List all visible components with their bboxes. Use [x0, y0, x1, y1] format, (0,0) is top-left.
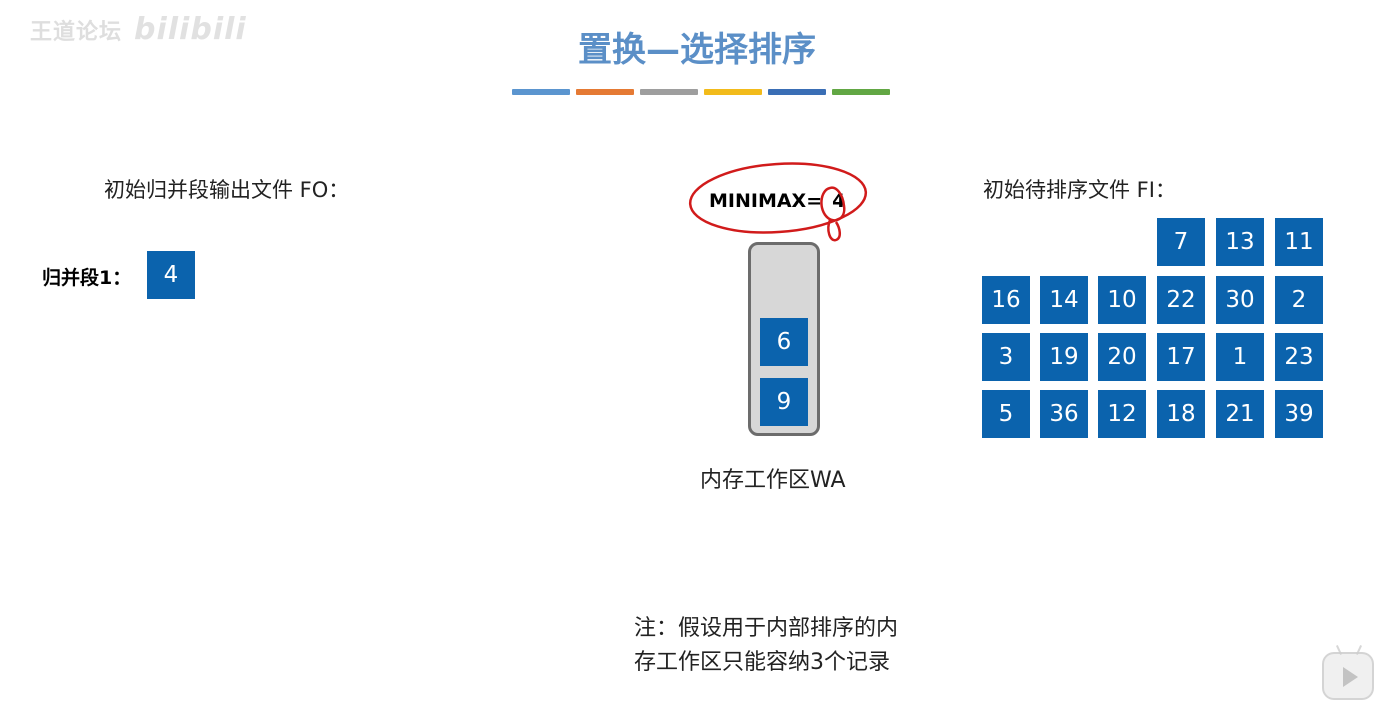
color-bar-segment: [512, 89, 570, 95]
input-record: 13: [1216, 218, 1264, 266]
bilibili-logo-icon: bilibili: [134, 12, 247, 47]
input-file-label: 初始待排序文件 FI：: [983, 178, 1176, 202]
color-bar-segment: [704, 89, 762, 95]
input-record: 1: [1216, 333, 1264, 381]
input-record: 19: [1040, 333, 1088, 381]
play-icon: [1343, 667, 1358, 687]
note: 注：假设用于内部排序的内 存工作区只能容纳3个记录: [634, 612, 898, 680]
input-record: 36: [1040, 390, 1088, 438]
title-color-bar: [512, 89, 890, 95]
input-record: 23: [1275, 333, 1323, 381]
minimax-label: MINIMAX=: [709, 190, 823, 212]
input-record: 16: [982, 276, 1030, 324]
note-line-1: 注：假设用于内部排序的内: [634, 616, 899, 641]
input-record: 7: [1157, 218, 1205, 266]
input-record: 14: [1040, 276, 1088, 324]
page-title: 置换—选择排序: [578, 30, 816, 70]
work-area-record: 9: [760, 378, 808, 426]
input-record: 10: [1098, 276, 1146, 324]
merge-segment-1-label: 归并段1：: [42, 267, 132, 289]
input-record: 3: [982, 333, 1030, 381]
input-record: 30: [1216, 276, 1264, 324]
output-file-label: 初始归并段输出文件 FO：: [104, 178, 350, 202]
work-area-record: 6: [760, 318, 808, 366]
color-bar-segment: [640, 89, 698, 95]
input-record: 11: [1275, 218, 1323, 266]
note-line-2: 存工作区只能容纳3个记录: [634, 650, 890, 675]
play-button[interactable]: [1322, 645, 1374, 700]
tv-ear-right: [1355, 645, 1363, 655]
red-circle-annotation: [688, 162, 868, 242]
tv-ear-left: [1335, 645, 1343, 655]
merge-segment-1-record: 4: [147, 251, 195, 299]
input-record: 2: [1275, 276, 1323, 324]
input-record: 5: [982, 390, 1030, 438]
color-bar-segment: [832, 89, 890, 95]
input-record: 20: [1098, 333, 1146, 381]
input-record: 22: [1157, 276, 1205, 324]
input-record: 17: [1157, 333, 1205, 381]
work-area-label: 内存工作区WA: [700, 468, 846, 493]
color-bar-segment: [768, 89, 826, 95]
input-record: 39: [1275, 390, 1323, 438]
input-record: 21: [1216, 390, 1264, 438]
watermark: 王道论坛 bilibili: [30, 12, 247, 47]
input-record: 18: [1157, 390, 1205, 438]
watermark-text: 王道论坛: [30, 20, 123, 45]
color-bar-segment: [576, 89, 634, 95]
input-record: 12: [1098, 390, 1146, 438]
